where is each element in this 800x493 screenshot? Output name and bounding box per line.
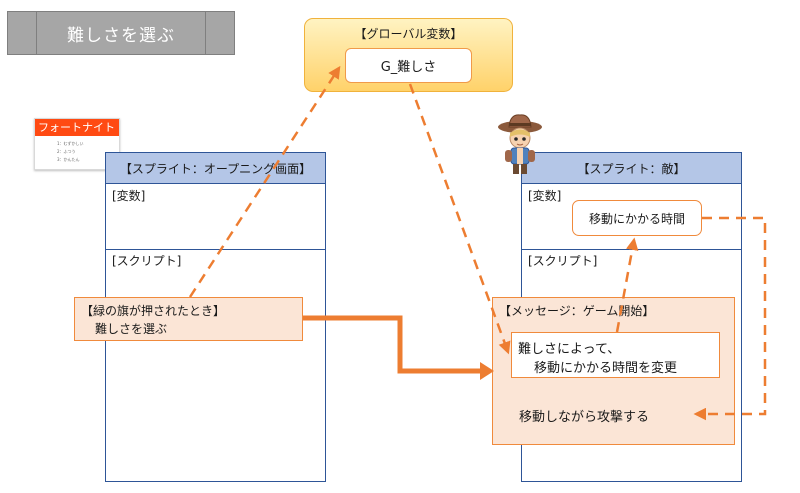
broadcast-message-arrow (303, 315, 486, 374)
set-move-time-step: 難しさによって、 移動にかかる時間を変更 (511, 332, 720, 378)
green-flag-event-box: 【緑の旗が押されたとき】 難しさを選ぶ (74, 297, 303, 341)
sprite-opening-variables-label: [変数] (112, 189, 146, 203)
option-normal: 2：ふつう (57, 149, 76, 154)
option-easy: 3：かんたん (57, 157, 80, 162)
cowboy-sprite-icon (498, 114, 542, 174)
use-variable-arrow (693, 216, 767, 421)
process-right-bar (205, 12, 206, 54)
read-global-arrow (408, 83, 511, 355)
global-variable-name: G_難しさ (345, 48, 472, 83)
set-move-time-line1: 難しさによって、 (518, 342, 621, 357)
title-process-box: 難しさを選ぶ (7, 11, 235, 55)
option-hard: 1：むずかしい (57, 141, 84, 146)
global-variable-header: 【グローバル変数】 (354, 27, 463, 41)
section-divider (106, 249, 325, 250)
move-and-attack-step: 移動しながら攻撃する (519, 410, 650, 425)
broadcast-arrowhead (480, 362, 494, 380)
sprite-opening-header: 【スプライト：オープニング画面】 (106, 153, 325, 184)
game-start-message-label: 【メッセージ：ゲーム開始】 (499, 304, 655, 318)
sprite-enemy-script-label: [スクリプト] (528, 254, 598, 268)
green-flag-event-label: 【緑の旗が押されたとき】 (81, 304, 226, 318)
process-left-bar (36, 12, 37, 54)
select-difficulty-step: 難しさを選ぶ (95, 322, 168, 336)
sprite-enemy-variables-label: [変数] (528, 189, 562, 203)
set-variable-arrow (615, 237, 639, 333)
move-time-variable: 移動にかかる時間 (572, 200, 702, 236)
write-global-arrow (188, 65, 341, 298)
title-process-label: 難しさを選ぶ (67, 25, 175, 46)
sprite-opening-script-label: [スクリプト] (112, 254, 182, 268)
set-move-time-line2: 移動にかかる時間を変更 (534, 361, 678, 376)
sprite-enemy-header: 【スプライト：敵】 (522, 153, 741, 184)
game-title: フォートナイト (35, 119, 119, 136)
